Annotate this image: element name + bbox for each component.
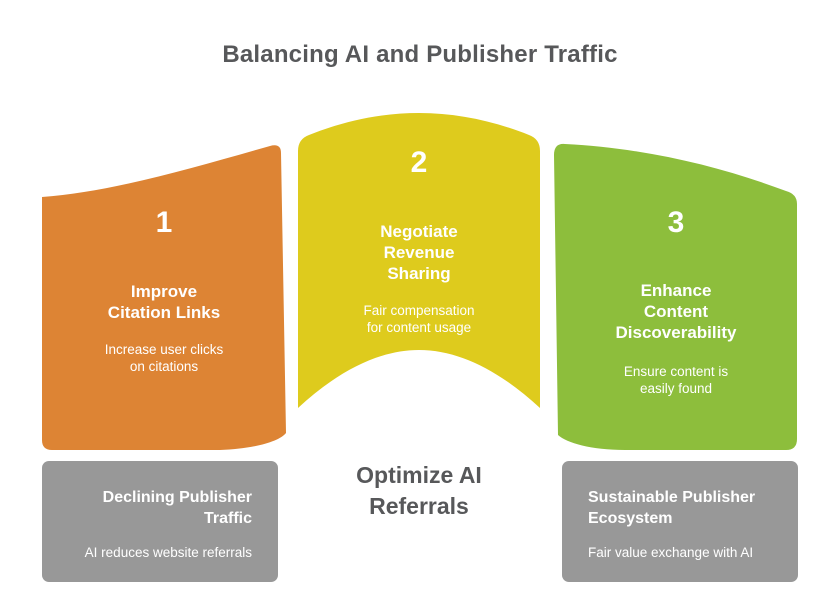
left-note-subtitle: AI reduces website referrals (84, 545, 252, 560)
left-note: Declining Publisher Traffic AI reduces w… (42, 461, 278, 582)
left-note-shape (42, 461, 278, 582)
center-label: Optimize AI Referrals (356, 462, 482, 519)
step2-title: Negotiate Revenue Sharing (380, 222, 458, 283)
step3-number: 3 (667, 206, 685, 239)
step1-number: 1 (155, 206, 173, 239)
step1-subtitle: Increase user clicks on citations (104, 342, 224, 374)
step2-subtitle: Fair compensation for content usage (363, 303, 475, 335)
step2-number: 2 (410, 146, 428, 179)
right-note-shape (562, 461, 798, 582)
left-note-title: Declining Publisher Traffic (102, 489, 252, 527)
step3-banner-shape (554, 143, 797, 450)
page-title: Balancing AI and Publisher Traffic (222, 41, 618, 68)
right-note-subtitle: Fair value exchange with AI (588, 545, 754, 560)
right-note: Sustainable Publisher Ecosystem Fair val… (562, 461, 798, 582)
step1-title: Improve Citation Links (107, 282, 221, 322)
step1-banner-shape (42, 145, 286, 451)
step3-subtitle: Ensure content is easily found (623, 364, 729, 396)
step2-banner-shape (298, 113, 540, 408)
step3-title: Enhance Content Discoverability (615, 281, 737, 342)
right-note-title: Sustainable Publisher Ecosystem (588, 489, 756, 527)
